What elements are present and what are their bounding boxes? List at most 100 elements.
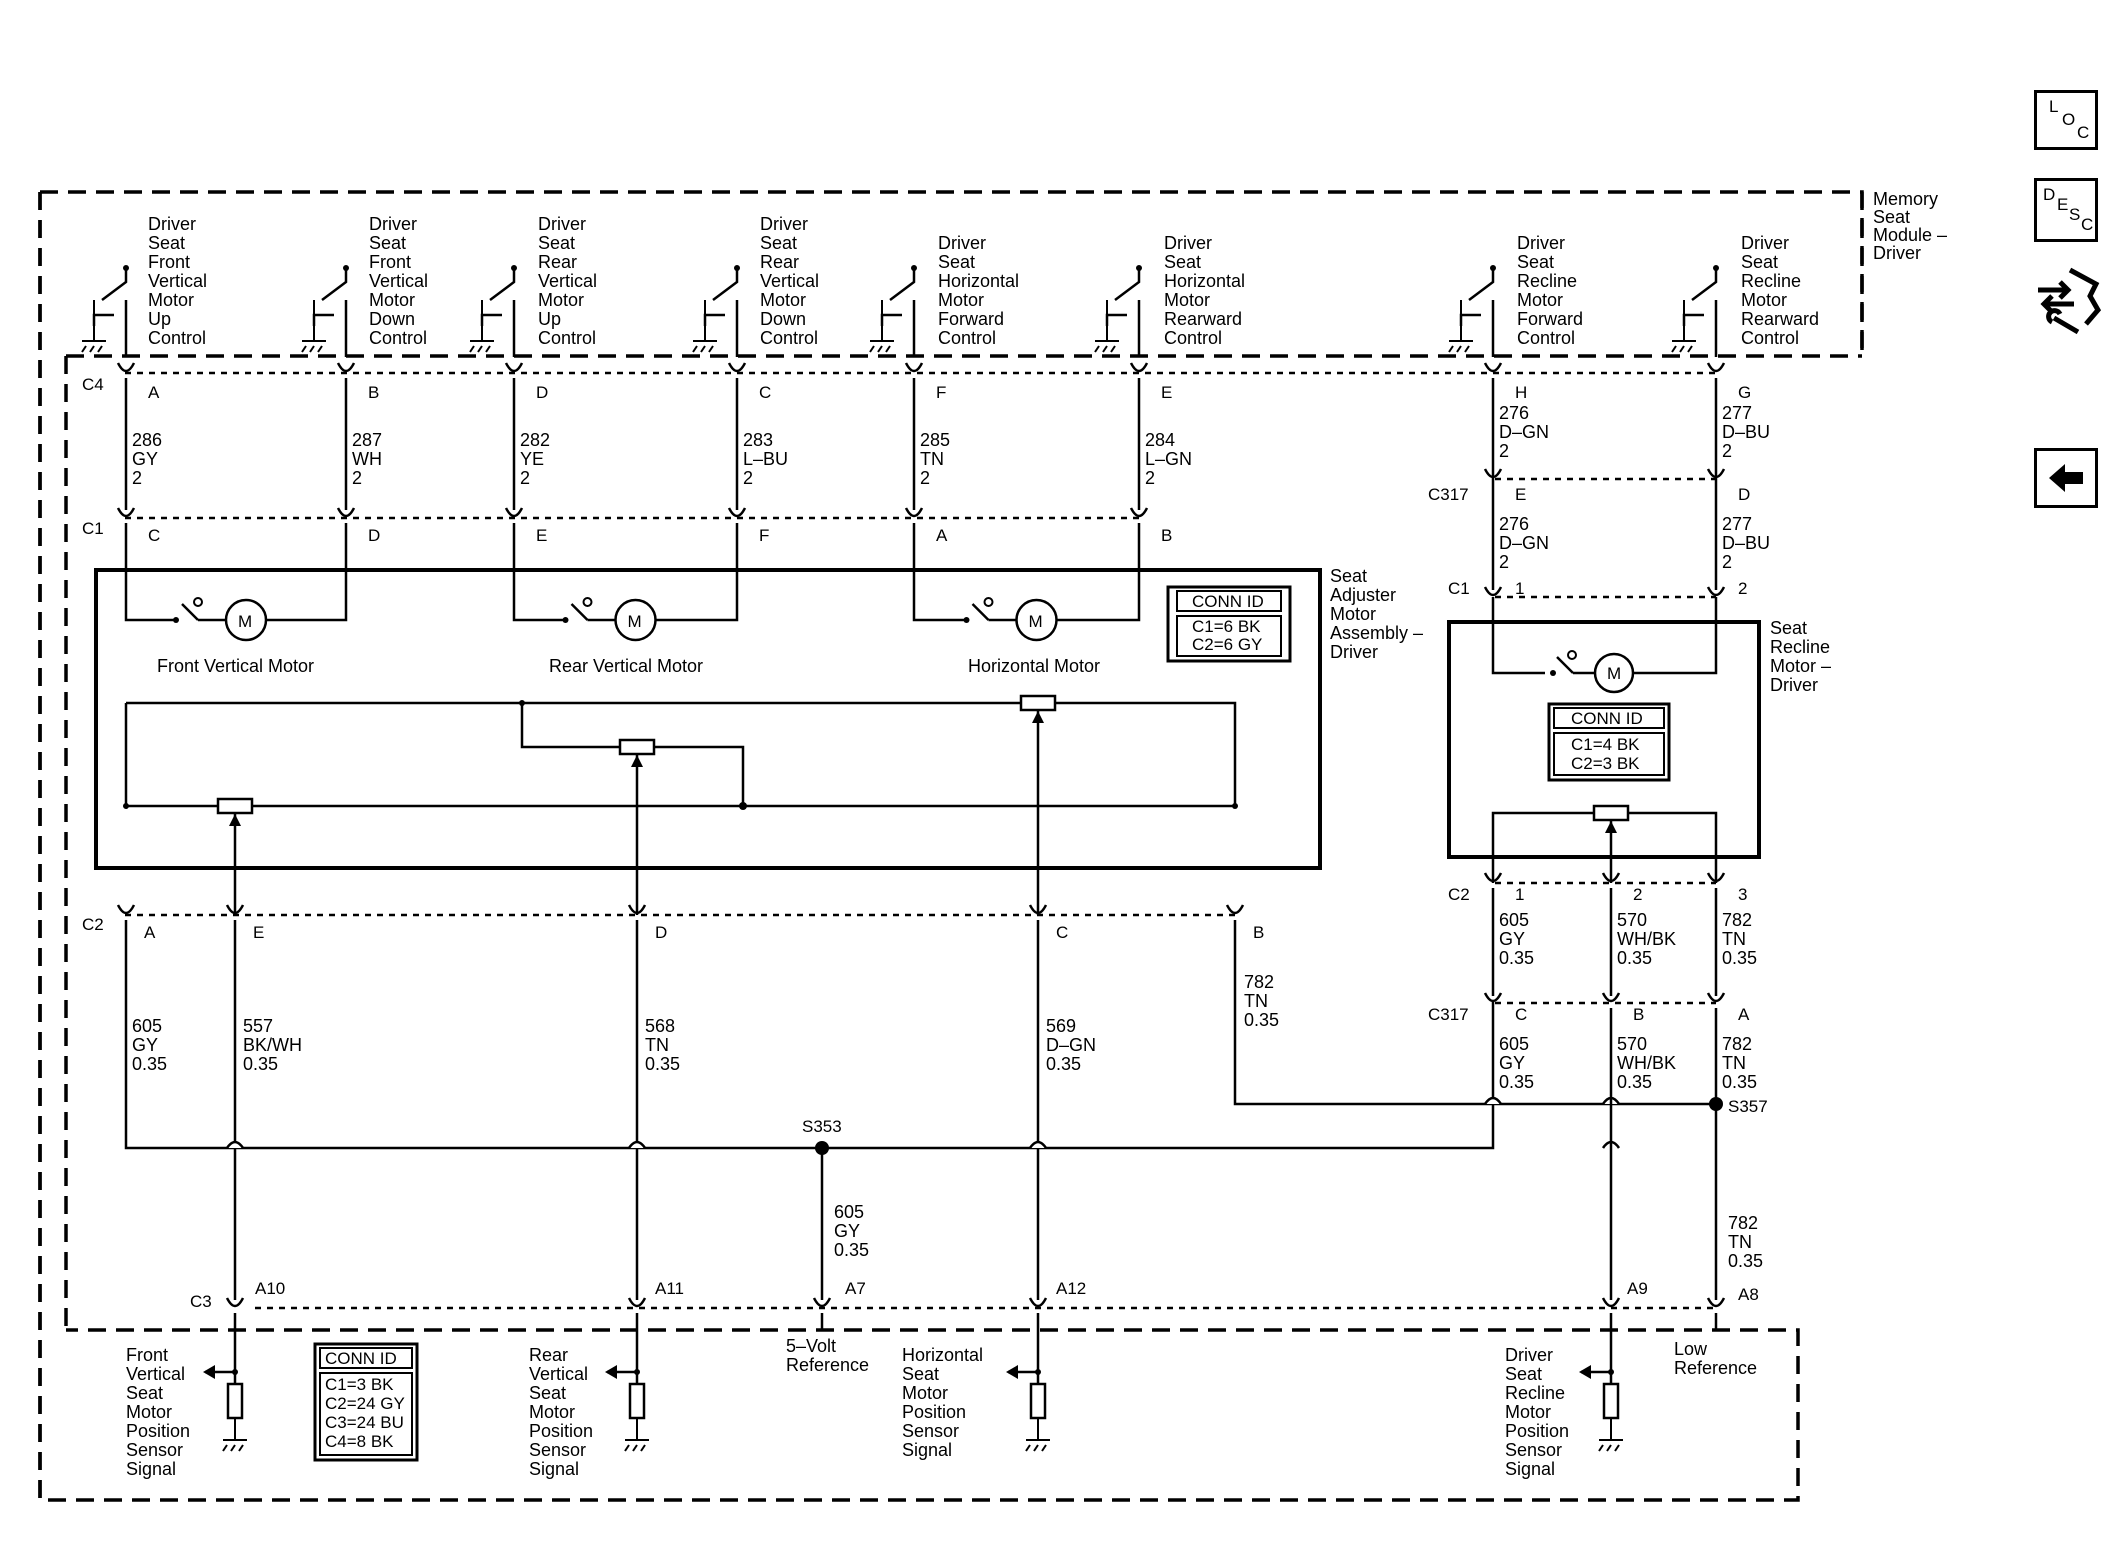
switch-blade xyxy=(312,268,348,326)
pin-label: 1 xyxy=(1515,579,1524,598)
resistor xyxy=(226,1382,244,1420)
pin-label: C xyxy=(1056,923,1068,942)
switch-blade xyxy=(880,268,916,326)
switch-contact xyxy=(1713,265,1719,271)
ground-icon xyxy=(1094,300,1119,353)
wire-crossing xyxy=(1483,1096,1503,1105)
pin-label: 3 xyxy=(1738,885,1747,904)
pin-label: D xyxy=(655,923,667,942)
wire-605-gy xyxy=(124,920,1495,1150)
loc-button[interactable]: L O C xyxy=(2034,90,2098,150)
motor-pivot xyxy=(582,597,593,607)
back-arrow-icon xyxy=(2049,464,2083,492)
desc-button[interactable]: D E S C xyxy=(2034,178,2098,242)
module-conn-id-line: C2=24 GY xyxy=(325,1394,405,1413)
c3-pin-label: A10 xyxy=(255,1279,285,1298)
schematic-tool-icon[interactable] xyxy=(2034,262,2104,338)
switch-contact xyxy=(1490,265,1496,271)
motor-wire xyxy=(124,523,176,622)
switch-blade xyxy=(480,268,516,326)
pin-label: B xyxy=(1253,923,1264,942)
recline-c2-label: C2 xyxy=(1448,885,1470,904)
motor-contact xyxy=(173,617,179,623)
switch-blade xyxy=(1682,268,1718,326)
motor-pivot xyxy=(983,597,994,607)
motor-label: Rear Vertical Motor xyxy=(549,656,703,676)
sensor-circuits xyxy=(203,1313,1718,1452)
rear-vertical-potentiometer xyxy=(618,738,656,756)
terminal xyxy=(1706,586,1726,597)
motor-label: Horizontal Motor xyxy=(968,656,1100,676)
terminal xyxy=(1225,904,1245,915)
ground-icon xyxy=(222,1418,247,1452)
terminal xyxy=(1601,872,1621,883)
terminal xyxy=(627,1297,647,1308)
adjuster-conn-id-line: C2=6 GY xyxy=(1192,635,1262,654)
terminal xyxy=(727,507,747,518)
pin-label: A xyxy=(144,923,156,942)
recline-conn-id-line: C2=3 BK xyxy=(1571,754,1640,773)
recline-potentiometer xyxy=(1592,804,1630,822)
pin-label: A xyxy=(936,526,948,545)
recline-c1-label: C1 xyxy=(1448,579,1470,598)
pin-label: D xyxy=(1738,485,1750,504)
ground-icon xyxy=(1598,1418,1623,1452)
motor-wire xyxy=(655,523,739,622)
motor-wire xyxy=(1056,523,1141,622)
motor-pivot xyxy=(193,597,203,607)
switch-contact xyxy=(343,265,349,271)
terminal xyxy=(1483,992,1503,1003)
terminal xyxy=(1028,904,1048,915)
terminal xyxy=(1129,362,1149,373)
ground-icon xyxy=(624,1418,649,1452)
pin-label: 2 xyxy=(1738,579,1747,598)
resistor xyxy=(1602,1382,1620,1420)
pin-label: F xyxy=(759,526,769,545)
terminal xyxy=(1706,872,1726,883)
pin-label: G xyxy=(1738,383,1751,402)
motor-symbol: M xyxy=(238,612,252,631)
motor-wire xyxy=(266,523,348,622)
switch-contact xyxy=(123,265,129,271)
back-arrow-button[interactable] xyxy=(2034,448,2098,508)
motor-switch xyxy=(181,603,199,621)
loc-letter: O xyxy=(2062,110,2076,129)
resistor xyxy=(1029,1382,1047,1420)
front-vertical-potentiometer xyxy=(216,797,254,815)
splice-s353 xyxy=(815,1141,829,1155)
wire-crossing xyxy=(225,1140,245,1149)
switch-blade xyxy=(92,268,128,326)
wire-crossing xyxy=(627,1140,647,1149)
ground-icon xyxy=(869,300,894,353)
terminal xyxy=(1028,1297,1048,1308)
arrow-icon xyxy=(605,1365,617,1379)
module-conn-id-line: C4=8 BK xyxy=(325,1432,394,1451)
terminal xyxy=(1483,872,1503,883)
c3-pin-label: A8 xyxy=(1738,1285,1759,1304)
terminal xyxy=(904,507,924,518)
motor-label: Front Vertical Motor xyxy=(157,656,314,676)
